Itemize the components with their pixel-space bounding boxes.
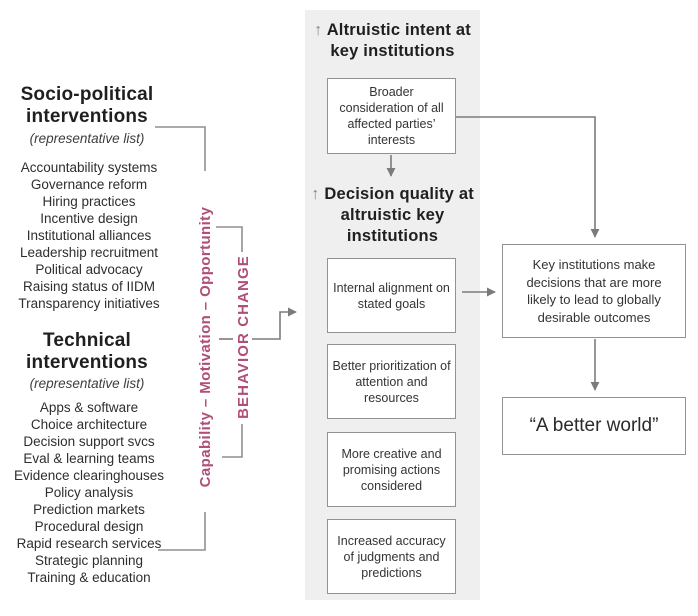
behavior-change-label: BEHAVIOR CHANGE <box>234 255 252 419</box>
connector-behavior-to-panel-arrow <box>252 307 297 340</box>
key-institutions-outcome-box: Key institutions make decisions that are… <box>502 244 686 338</box>
up-arrow-icon: ↑ <box>311 185 320 203</box>
up-arrow-icon: ↑ <box>314 21 323 39</box>
broader-consideration-box: Broader consideration of all affected pa… <box>327 78 456 154</box>
better-prioritization-box: Better prioritization of attention and r… <box>327 344 456 419</box>
more-creative-actions-box: More creative and promising actions cons… <box>327 432 456 507</box>
technical-intervention-list: Apps & software Choice architecture Deci… <box>13 400 165 585</box>
increased-accuracy-box: Increased accuracy of judgments and pred… <box>327 519 456 594</box>
socio-intervention-list: Accountability systems Governance reform… <box>18 160 160 311</box>
decision-quality-heading: ↑ Decision quality at altruistic key ins… <box>300 184 485 247</box>
connector-behavior-to-com-bottom <box>222 424 243 458</box>
technical-representative-list-label: (representative list) <box>29 376 145 391</box>
decision-quality-heading-text: Decision quality at altruistic key insti… <box>324 185 474 245</box>
capability-motivation-opportunity-label: Capability – Motivation – Opportunity <box>196 206 214 488</box>
altruistic-intent-heading-text: Altruistic intent at key institutions <box>326 21 471 60</box>
socio-political-heading: Socio-political interventions <box>20 84 154 127</box>
socio-representative-list-label: (representative list) <box>29 131 145 146</box>
internal-alignment-box: Internal alignment on stated goals <box>327 258 456 333</box>
altruistic-intent-heading: ↑ Altruistic intent at key institutions <box>305 20 480 62</box>
better-world-box: “A better world” <box>502 397 686 455</box>
technical-heading: Technical interventions <box>26 330 148 373</box>
